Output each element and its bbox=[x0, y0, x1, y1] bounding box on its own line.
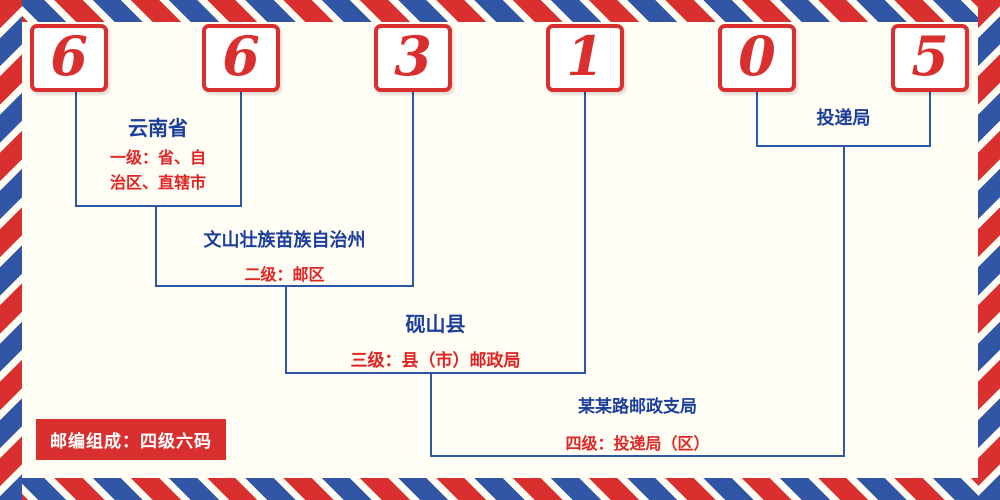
level1-bracket-left-line bbox=[75, 91, 77, 205]
composition-badge: 邮编组成：四级六码 bbox=[36, 419, 226, 460]
digit-4: 1 bbox=[566, 24, 604, 88]
level4-label: 某某路邮政支局 四级：投递局（区） bbox=[430, 392, 845, 454]
level2-desc: 二级：邮区 bbox=[244, 267, 325, 284]
digit-2: 6 bbox=[222, 24, 260, 88]
airmail-border-bottom bbox=[0, 478, 1000, 500]
level3-bracket-left-line bbox=[285, 285, 287, 372]
delivery-label: 投递局 bbox=[756, 104, 931, 130]
digit-1: 6 bbox=[50, 24, 88, 88]
airmail-border-right bbox=[978, 0, 1000, 500]
digit-box-6: 5 bbox=[891, 24, 969, 92]
digit-box-5: 0 bbox=[718, 24, 796, 92]
digit-box-1: 6 bbox=[30, 24, 108, 92]
level4-bracket-right-line bbox=[843, 145, 845, 455]
level4-title: 某某路邮政支局 bbox=[578, 397, 697, 416]
level1-label: 云南省 一级：省、自 治区、直辖市 bbox=[63, 112, 253, 197]
level2-bracket-right-line bbox=[412, 91, 414, 285]
digit-3: 3 bbox=[394, 24, 432, 88]
level3-title: 砚山县 bbox=[405, 314, 466, 336]
level2-bracket-bottom-line bbox=[155, 285, 414, 287]
digit-5: 0 bbox=[738, 24, 776, 88]
level3-label: 砚山县 三级：县（市）邮政局 bbox=[285, 308, 586, 371]
delivery-bracket-right-line bbox=[929, 91, 931, 145]
airmail-border-top bbox=[0, 0, 1000, 22]
level2-bracket-left-line bbox=[155, 205, 157, 285]
digit-box-3: 3 bbox=[374, 24, 452, 92]
level4-bracket-bottom-line bbox=[430, 455, 845, 457]
level1-desc: 一级：省、自 治区、直辖市 bbox=[63, 147, 253, 197]
airmail-border-left bbox=[0, 0, 22, 500]
level1-bracket-bottom-line bbox=[75, 205, 242, 207]
digit-6: 5 bbox=[911, 24, 949, 88]
level1-bracket-right-line bbox=[240, 91, 242, 205]
level1-title: 云南省 bbox=[128, 118, 188, 140]
level1-desc-line2: 治区、直辖市 bbox=[109, 174, 206, 192]
level3-bracket-right-line bbox=[584, 91, 586, 372]
level4-desc: 四级：投递局（区） bbox=[565, 436, 710, 453]
level2-title: 文山壮族苗族自治州 bbox=[203, 230, 366, 250]
digit-box-4: 1 bbox=[546, 24, 624, 92]
level2-label: 文山壮族苗族自治州 二级：邮区 bbox=[155, 226, 414, 285]
digit-box-2: 6 bbox=[202, 24, 280, 92]
level1-desc-line1: 一级：省、自 bbox=[109, 150, 206, 167]
delivery-title: 投递局 bbox=[816, 108, 871, 128]
level3-bracket-bottom-line bbox=[285, 372, 586, 374]
delivery-bracket-left-line bbox=[756, 91, 758, 145]
level3-desc: 三级：县（市）邮政局 bbox=[350, 351, 521, 370]
level4-bracket-left-line bbox=[430, 372, 432, 455]
